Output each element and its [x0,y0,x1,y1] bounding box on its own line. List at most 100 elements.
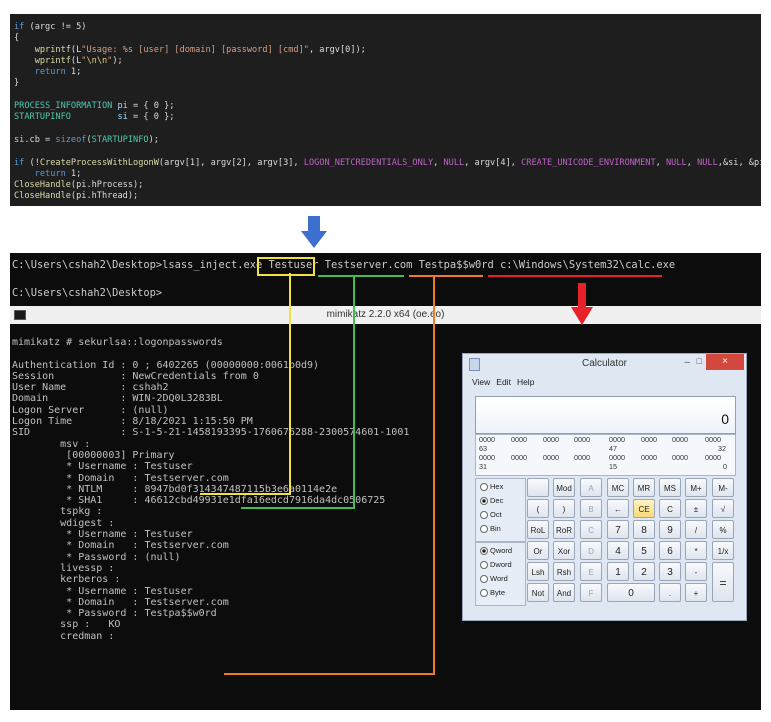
calc-key[interactable]: ) [553,499,575,518]
calc-key[interactable]: E [580,562,602,581]
arg-user: Testuser [268,259,319,271]
mimikatz-line: SID : S-1-5-21-1458193395-1760676288-230… [12,427,410,439]
calc-key[interactable]: Mod [553,478,575,497]
calc-key[interactable]: RoL [527,520,549,539]
code-token [14,169,35,179]
calc-key[interactable]: + [685,583,707,602]
calc-key[interactable]: 7 [607,520,629,539]
maximize-icon[interactable]: □ [696,356,702,366]
mimikatz-line: credman : [12,630,115,642]
calc-key[interactable]: 5 [633,541,655,560]
code-token: CREATE_UNICODE_ENVIRONMENT [521,157,656,168]
connector-domain-horizontal [241,507,355,509]
mimikatz-titlebar[interactable]: mimikatz 2.2.0 x64 (oe.eo) [10,306,761,325]
bit-group: 0000 [511,453,527,462]
calc-key[interactable]: D [580,541,602,560]
calc-key[interactable]: √ [712,499,734,518]
code-line: PROCESS_INFORMATION pi = { 0 }; [14,101,761,112]
code-token: 1; [65,168,82,179]
calc-key[interactable]: 6 [659,541,681,560]
menu-help[interactable]: Help [516,377,535,387]
calc-key[interactable]: F [580,583,602,602]
calc-key[interactable]: = [712,562,734,602]
calc-key[interactable]: 9 [659,520,681,539]
radio-label: Word [490,574,508,583]
radio-dword[interactable]: Dword [480,560,512,570]
red-arrow-down-icon [571,283,593,325]
mimikatz-line: * NTLM : 8947bd0f314347487115b3e6a0114e2… [12,483,338,495]
radio-word[interactable]: Word [480,574,508,584]
code-line: STARTUPINFO si = { 0 }; [14,112,761,123]
code-token: return [34,168,66,179]
calc-key[interactable]: Not [527,583,549,602]
radio-label: Byte [490,588,506,597]
code-token: pi [117,101,128,112]
code-token: ); [112,55,123,66]
calc-key[interactable]: C [580,520,602,539]
calc-key[interactable]: % [712,520,734,539]
radio-byte[interactable]: Byte [480,588,506,598]
code-token: NULL [443,157,465,168]
mimikatz-line: kerberos : [12,574,121,586]
close-icon[interactable]: × [706,354,744,370]
calc-key[interactable]: - [685,562,707,581]
radio-oct[interactable]: Oct [480,510,502,520]
calc-key[interactable]: And [553,583,575,602]
calc-key[interactable]: 3 [659,562,681,581]
bit-group: 0000 [609,453,625,462]
calc-key[interactable]: CE [633,499,655,518]
mimikatz-line: msv : [12,438,91,450]
bit-group: 0000 [609,435,625,444]
mimikatz-line: * Password : Testpa$$w0rd [12,608,217,620]
calc-key[interactable]: C [659,499,681,518]
code-token: " [81,55,87,66]
display-value: 0 [721,411,729,427]
command-console: C:\Users\cshah2\Desktop>lsass_inject.exe… [10,253,761,308]
calc-key[interactable]: RoR [553,520,575,539]
calc-key[interactable]: ( [527,499,549,518]
calc-key[interactable]: B [580,499,602,518]
code-token: ( [86,134,92,145]
arg-domain: Testserver.com [324,259,413,271]
calc-key[interactable]: ± [685,499,707,518]
calc-key[interactable]: MR [633,478,655,497]
calc-key[interactable]: 1 [607,562,629,581]
minimize-icon[interactable]: – [684,357,690,368]
calc-key[interactable]: Rsh [553,562,575,581]
calc-key[interactable]: * [685,541,707,560]
calc-key[interactable]: 8 [633,520,655,539]
bit-group: 0000 [672,435,688,444]
calc-key[interactable]: A [580,478,602,497]
calc-key[interactable]: M- [712,478,734,497]
radio-qword[interactable]: Qword [480,546,512,556]
bit-group: 32 [718,444,726,453]
radio-hex[interactable]: Hex [480,482,503,492]
calc-key[interactable]: 4 [607,541,629,560]
code-line: if (argc != 5) [14,22,761,33]
radio-dot-icon [480,547,488,556]
calc-key[interactable]: . [659,583,681,602]
calc-key[interactable] [527,478,549,497]
calc-key[interactable]: MS [659,478,681,497]
calc-key[interactable]: Lsh [527,562,549,581]
menu-view[interactable]: View [472,377,491,387]
code-line: wprintf(L"\n\n"); [14,56,761,67]
calc-key[interactable]: / [685,520,707,539]
radio-bin[interactable]: Bin [480,524,501,534]
calc-key[interactable]: Xor [553,541,575,560]
menu-edit[interactable]: Edit [496,377,511,387]
calc-key[interactable]: 2 [633,562,655,581]
calc-key[interactable]: 1/x [712,541,734,560]
code-token [14,56,35,66]
code-line [14,90,761,101]
calc-key[interactable]: Or [527,541,549,560]
calc-key[interactable]: M+ [685,478,707,497]
radio-dec[interactable]: Dec [480,496,503,506]
calc-key[interactable]: MC [607,478,629,497]
connector-password-horizontal [224,673,435,675]
calc-key[interactable]: 0 [607,583,655,602]
calc-key[interactable]: ← [607,499,629,518]
connector-password-vertical [433,277,435,675]
